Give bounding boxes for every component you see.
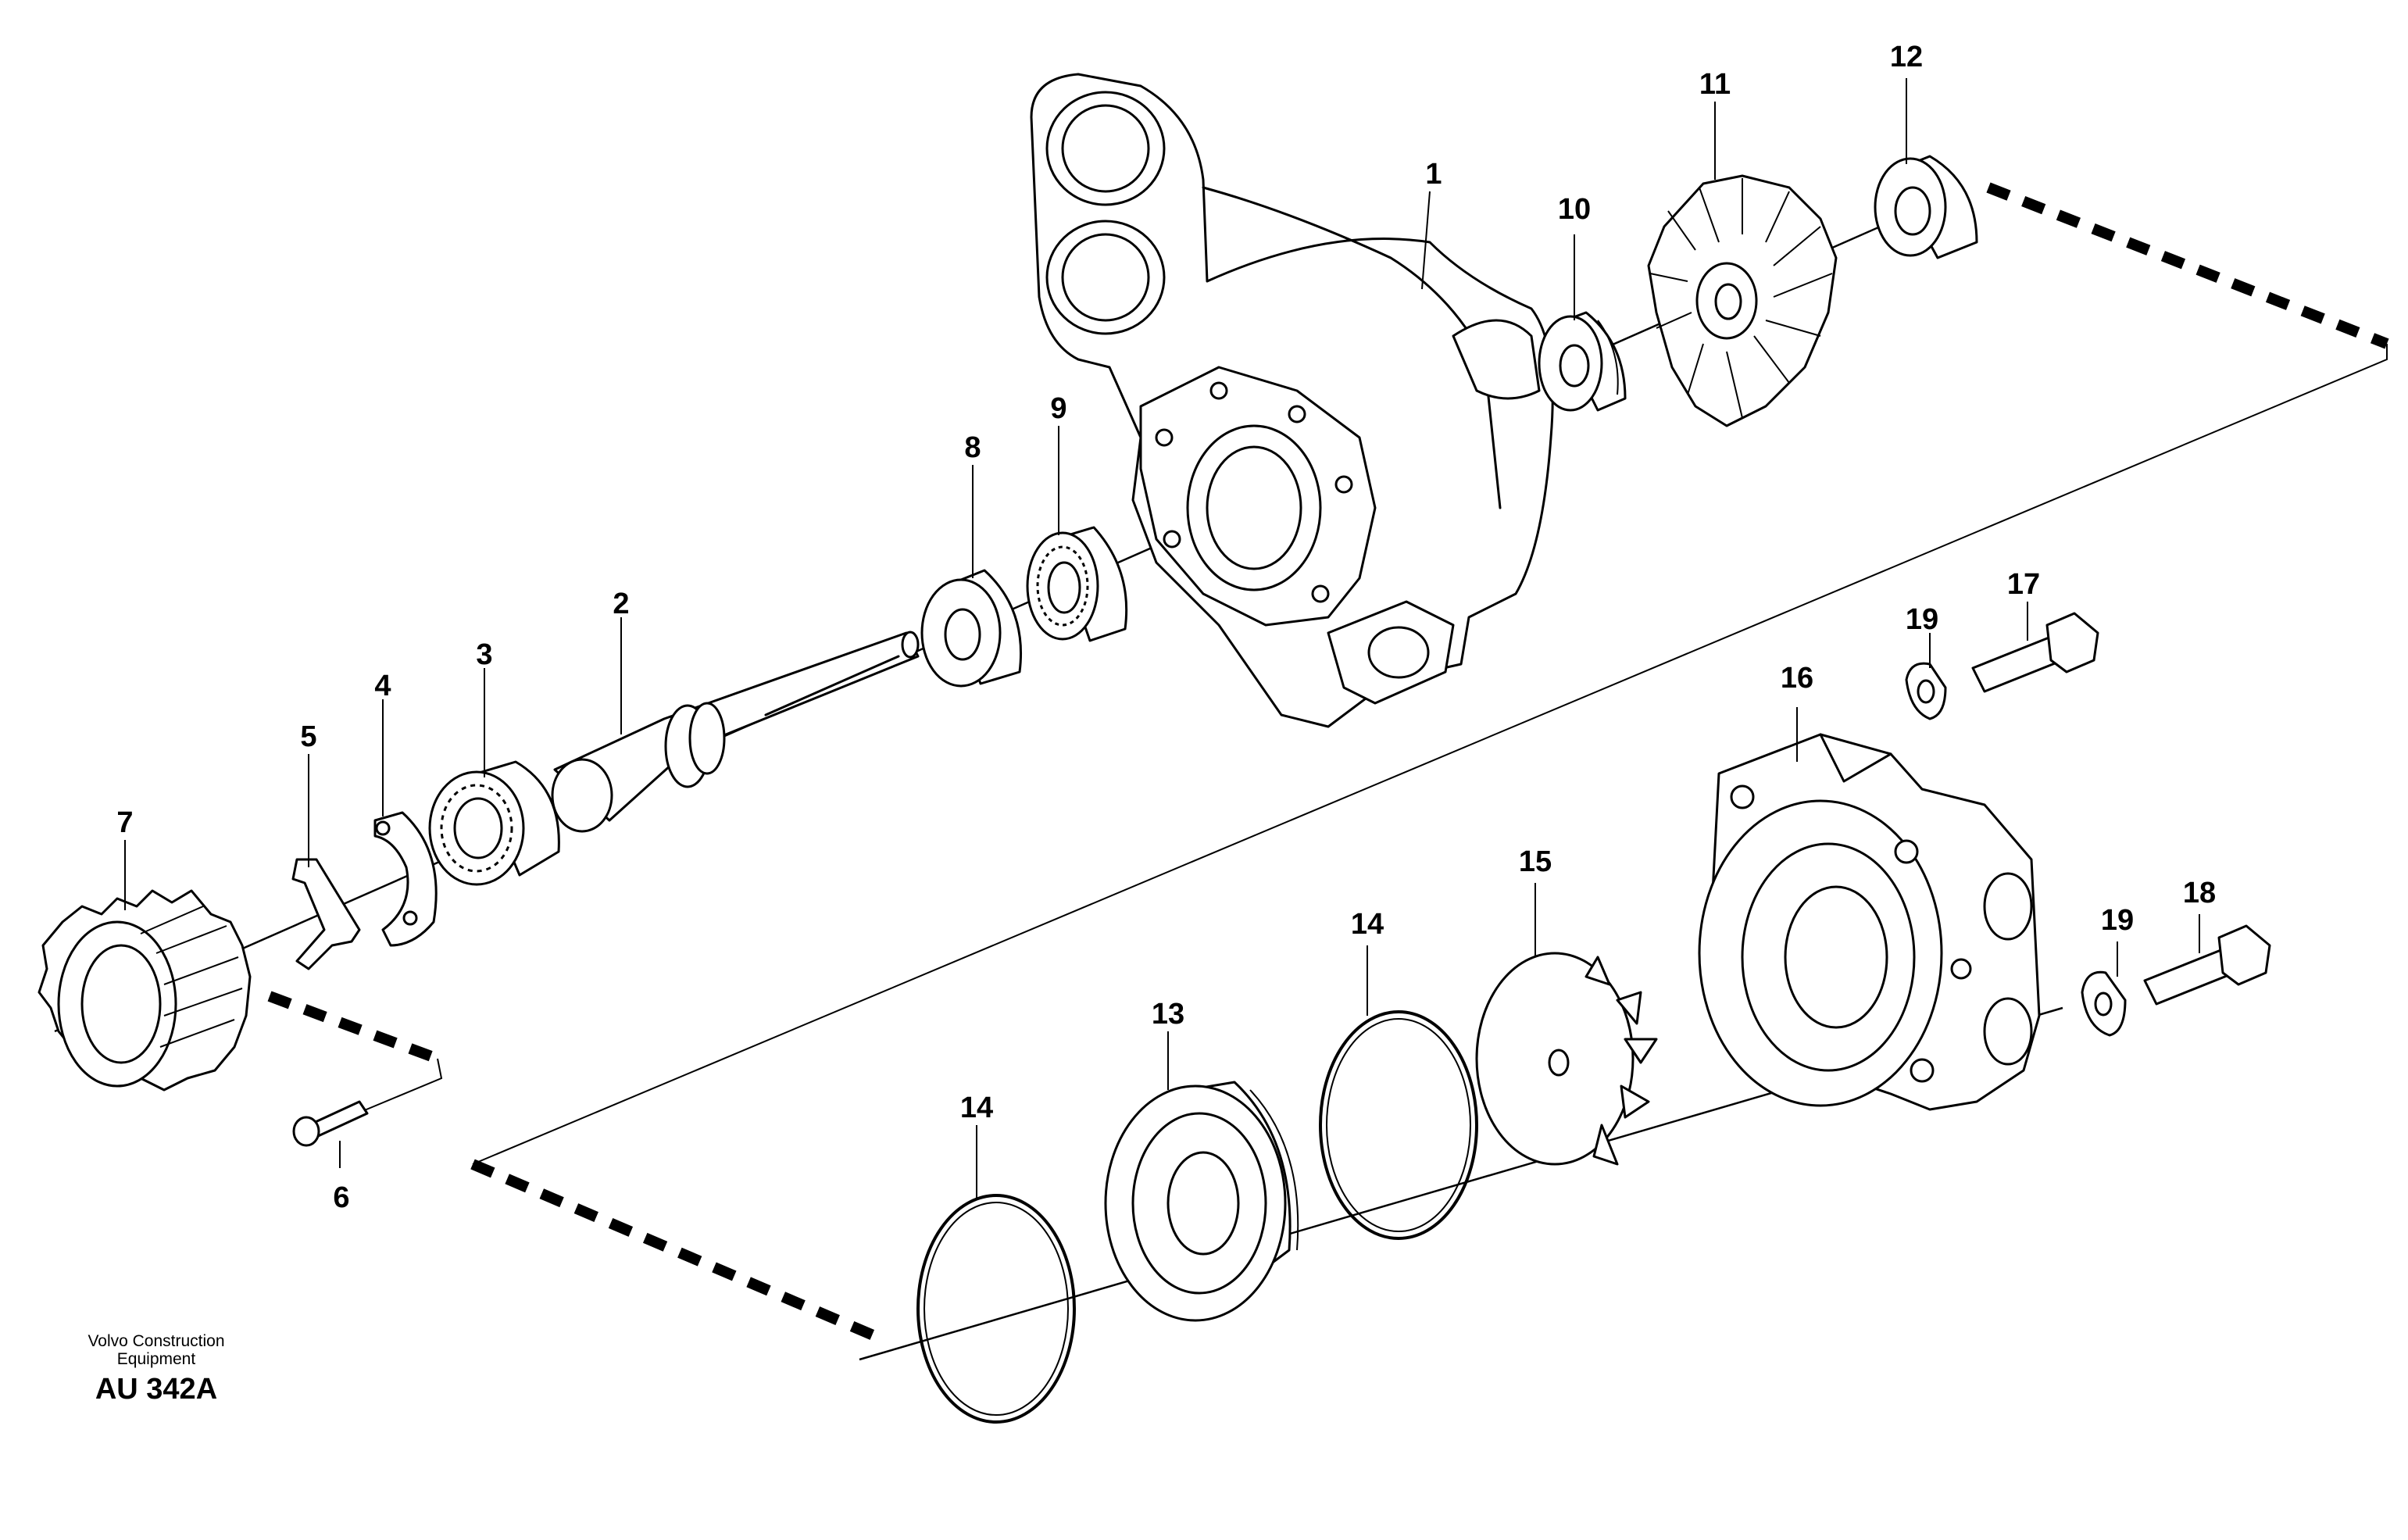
part-washer-19b bbox=[2081, 970, 2127, 1037]
part-sleeve-8 bbox=[920, 569, 1023, 688]
callout-17: 17 bbox=[2007, 568, 2040, 601]
part-seal-ring-12 bbox=[1874, 155, 1978, 259]
part-impeller-11 bbox=[1647, 174, 1838, 427]
part-pump-housing bbox=[1698, 733, 2041, 1111]
callout-10: 10 bbox=[1558, 193, 1591, 226]
callout-3: 3 bbox=[476, 638, 492, 671]
part-bolt-17 bbox=[1971, 612, 2099, 693]
credit-block: Volvo Construction Equipment AU 342A bbox=[88, 1332, 224, 1406]
callout-6: 6 bbox=[333, 1181, 349, 1214]
part-seal-10 bbox=[1538, 311, 1627, 412]
callout-11: 11 bbox=[1699, 68, 1731, 101]
part-thrust-washer bbox=[373, 811, 438, 947]
callout-13: 13 bbox=[1152, 998, 1184, 1031]
part-impeller-15 bbox=[1475, 952, 1658, 1166]
part-bearing-housing-13 bbox=[1104, 1081, 1299, 1322]
part-screw-6 bbox=[292, 1100, 369, 1147]
part-o-ring-14a bbox=[916, 1194, 1076, 1424]
dashed-connector-left bbox=[267, 991, 443, 1118]
callout-7: 7 bbox=[116, 806, 133, 839]
drawing-code: AU 342A bbox=[95, 1373, 217, 1406]
callout-5: 5 bbox=[300, 720, 316, 753]
credit-line-1: Volvo Construction bbox=[88, 1332, 224, 1350]
part-ball-bearing bbox=[428, 760, 560, 886]
callout-16: 16 bbox=[1781, 662, 1813, 695]
callout-labels: 1 2 3 4 5 6 7 8 9 10 11 12 13 14 14 15 1… bbox=[116, 41, 2216, 1214]
part-bolt-18 bbox=[2143, 924, 2271, 1006]
callout-4: 4 bbox=[374, 670, 391, 702]
part-gear bbox=[38, 889, 252, 1092]
callout-8: 8 bbox=[964, 431, 981, 464]
part-washer-19a bbox=[1905, 662, 1947, 720]
dashed-connector-right bbox=[470, 182, 2389, 1342]
callout-2: 2 bbox=[613, 588, 629, 620]
callout-12: 12 bbox=[1890, 41, 1923, 73]
part-shaft bbox=[551, 631, 920, 833]
credit-line-2: Equipment bbox=[117, 1350, 196, 1368]
part-o-ring-14b bbox=[1319, 1010, 1478, 1240]
callout-19a: 19 bbox=[1906, 603, 1938, 636]
callout-9: 9 bbox=[1050, 392, 1066, 425]
part-lock-plate bbox=[291, 858, 361, 970]
callout-14a: 14 bbox=[960, 1092, 993, 1124]
callout-15: 15 bbox=[1519, 845, 1552, 878]
part-housing bbox=[1030, 73, 1554, 728]
leader-lines bbox=[124, 78, 2200, 1199]
part-bearing-9 bbox=[1026, 526, 1128, 642]
callout-18: 18 bbox=[2183, 877, 2216, 909]
callout-1: 1 bbox=[1425, 158, 1442, 191]
callout-19b: 19 bbox=[2101, 904, 2134, 937]
callout-14b: 14 bbox=[1351, 908, 1384, 941]
